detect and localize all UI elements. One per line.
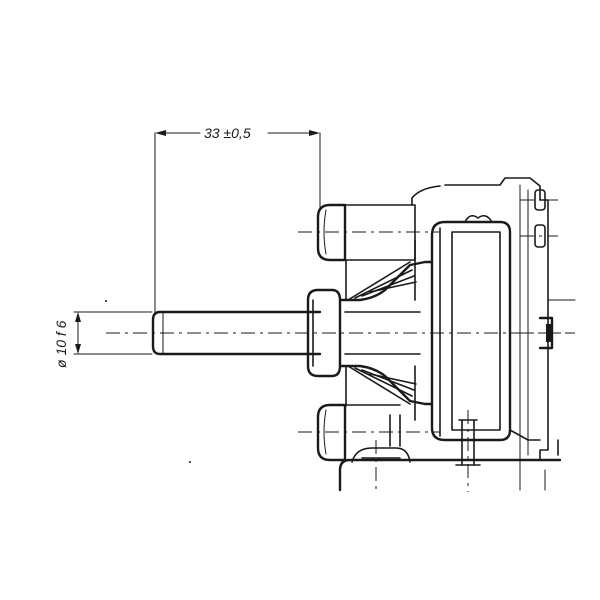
vertical-bolt: [461, 419, 475, 466]
base-screw-head: [351, 447, 411, 463]
terminal-upper: [534, 189, 546, 211]
small-post: [389, 414, 401, 447]
blade-edge: [369, 281, 417, 293]
diameter-dimension: ø 10 f 6: [53, 311, 153, 368]
fan-blades-upper: [345, 239, 417, 301]
base-right-step: [509, 429, 541, 441]
fan-blades-lower: [345, 365, 417, 421]
stray-mark: [105, 300, 107, 302]
diameter-arrow-bottom: [75, 344, 81, 354]
cylinder-top: [298, 203, 440, 262]
housing-outer-frame: [444, 177, 549, 461]
diameter-dimension-label: ø 10 f 6: [53, 320, 69, 368]
blade-edge: [347, 261, 411, 301]
cylinder-bottom-cap: [316, 403, 347, 462]
shaft-outline: [151, 310, 322, 356]
length-arrow-left: [155, 130, 166, 136]
housing-core: [451, 231, 501, 431]
blade-edge: [347, 365, 411, 405]
length-dimension-label: 33 ±0,5: [204, 125, 251, 141]
terminal-middle: [534, 224, 546, 248]
diameter-arrow-top: [75, 312, 81, 322]
motor-housing: [411, 177, 549, 461]
blade-edge: [369, 373, 417, 385]
right-terminals: [520, 189, 570, 350]
length-dimension: 33 ±0,5: [154, 125, 321, 313]
stray-mark: [189, 461, 191, 463]
cylinder-top-cap: [316, 203, 347, 262]
hub-collar: [306, 288, 342, 378]
hub-body: [338, 260, 434, 406]
cylinder-bottom-highlight: [323, 409, 327, 455]
base-right-lines: [519, 459, 546, 491]
housing-top-hook: [411, 185, 441, 206]
blade-edge: [354, 269, 413, 299]
hub: [306, 260, 434, 406]
length-arrow-right: [309, 130, 320, 136]
housing-plate: [430, 220, 512, 442]
base-top-edge: [338, 458, 562, 492]
base: [338, 410, 562, 492]
cylinder-top-highlight: [323, 209, 327, 255]
shaft: [151, 310, 322, 356]
cylinder-bottom: [298, 403, 440, 462]
housing-top-bumps: [464, 214, 493, 223]
far-right-edge: [547, 299, 576, 456]
blade-edge: [354, 367, 413, 397]
